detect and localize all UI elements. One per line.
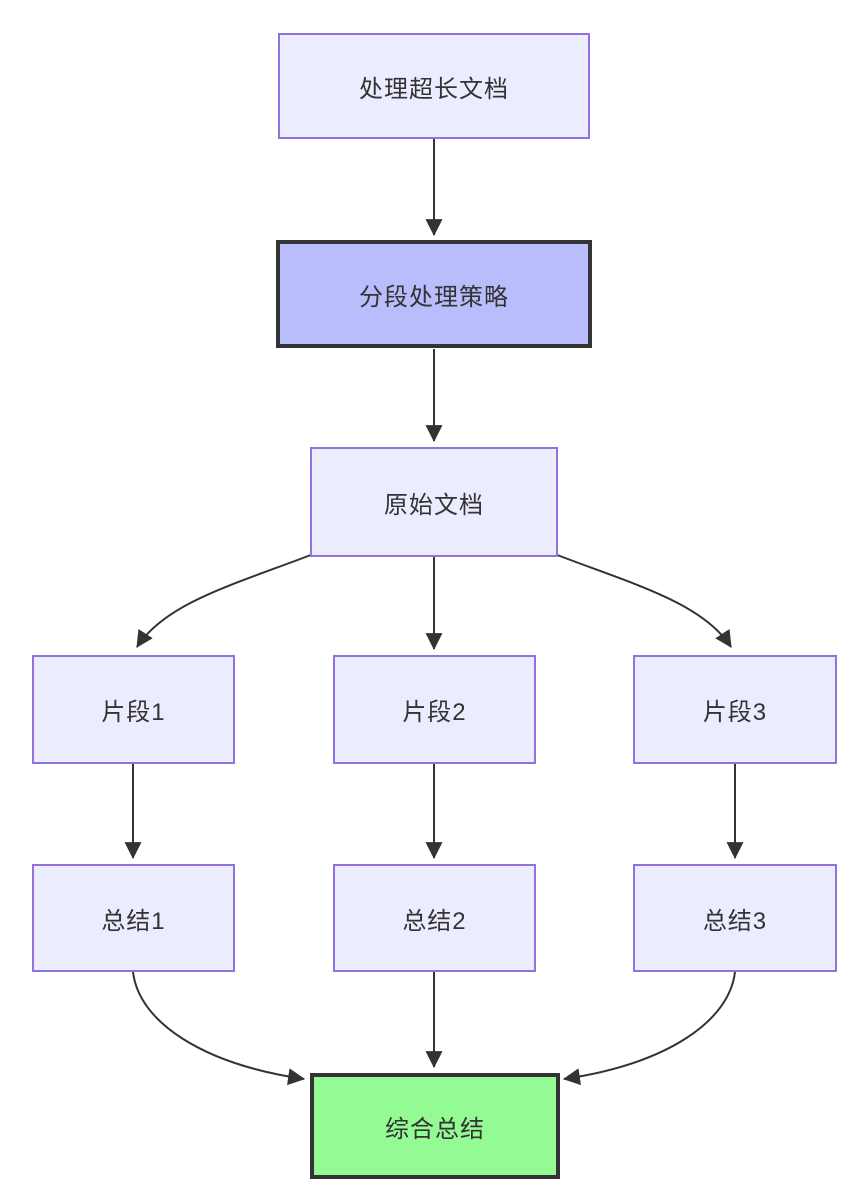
edge-summary-3-to-final bbox=[562, 971, 736, 1086]
edge-original-to-fragment-1 bbox=[136, 552, 317, 648]
node-summary-2: 总结2 bbox=[333, 864, 536, 972]
node-fragment-1: 片段1 bbox=[32, 655, 235, 764]
node-fragment-3: 片段3 bbox=[633, 655, 837, 764]
edge-summary-1-to-final bbox=[132, 971, 306, 1086]
node-segmentation-strategy: 分段处理策略 bbox=[276, 240, 592, 348]
node-fragment-2: 片段2 bbox=[333, 655, 536, 764]
node-process-long-document: 处理超长文档 bbox=[278, 33, 590, 139]
node-original-document: 原始文档 bbox=[310, 447, 558, 557]
node-final-summary: 综合总结 bbox=[310, 1073, 560, 1179]
edge-original-to-fragment-3 bbox=[551, 552, 732, 648]
node-summary-3: 总结3 bbox=[633, 864, 837, 972]
node-summary-1: 总结1 bbox=[32, 864, 235, 972]
